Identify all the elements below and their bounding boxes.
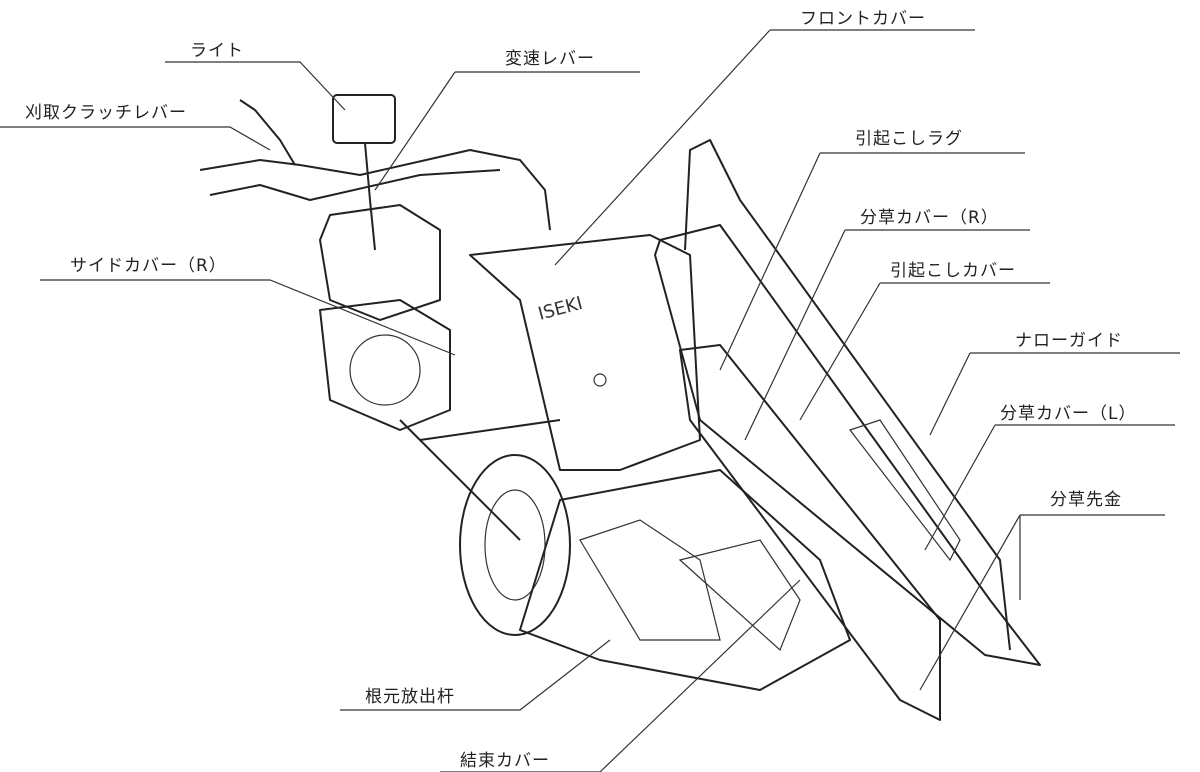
label-raising-lug: 引起こしラグ (855, 129, 963, 149)
label-reaper-clutch-lever: 刈取クラッチレバー (25, 103, 187, 123)
label-side-cover-r: サイドカバー（R） (70, 256, 227, 276)
label-shift-lever: 変速レバー (505, 49, 595, 69)
label-front-cover: フロントカバー (800, 9, 926, 29)
machine-drawing: ISEKI (199, 94, 1041, 721)
label-divider-tip: 分草先金 (1050, 490, 1122, 510)
label-root-discharge-rod: 根元放出杆 (365, 687, 455, 707)
label-binding-cover: 結束カバー (460, 751, 550, 771)
label-raising-cover: 引起こしカバー (890, 261, 1016, 281)
leader-lines (0, 29, 1180, 772)
brand-logo: ISEKI (536, 293, 585, 325)
label-narrow-guide: ナローガイド (1015, 331, 1123, 351)
label-light: ライト (190, 41, 244, 61)
label-divider-cover-l: 分草カバー（L） (1000, 404, 1137, 424)
label-divider-cover-r: 分草カバー（R） (860, 208, 999, 228)
